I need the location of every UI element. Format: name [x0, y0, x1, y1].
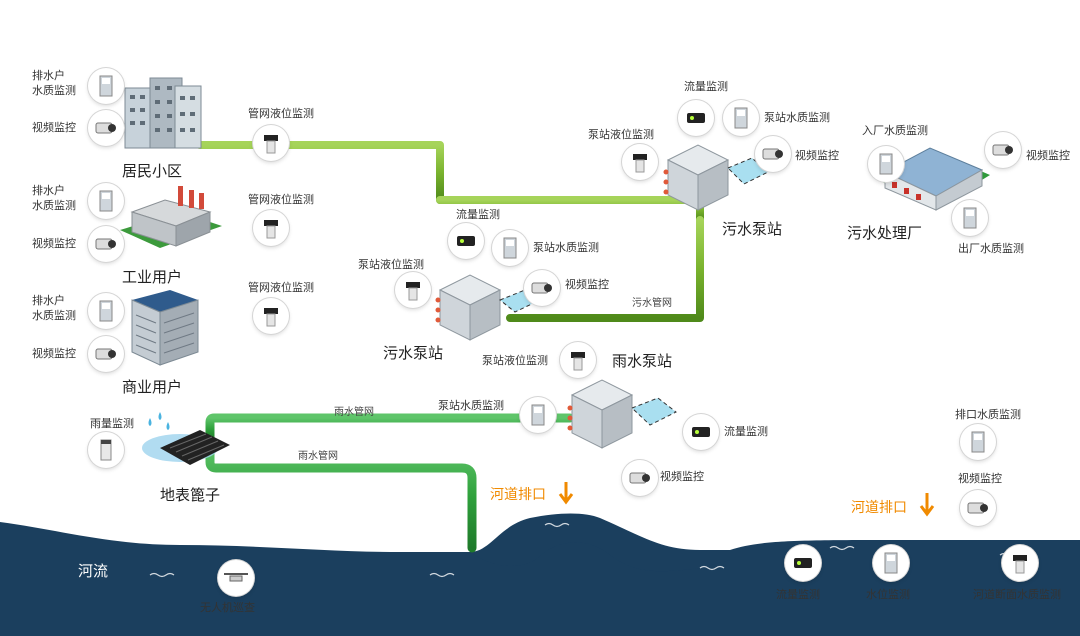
- water-quality-sensor-icon: [88, 68, 124, 104]
- grate-title: 地表篦子: [160, 486, 221, 504]
- rain-pump-title: 雨水泵站: [612, 352, 673, 370]
- camera-icon: [88, 226, 124, 262]
- river-level-label: 水位监测: [866, 588, 910, 601]
- industrial-pipe-level-label: 管网液位监测: [248, 193, 314, 206]
- rain-pipe-label-b: 雨水管网: [298, 451, 338, 462]
- plant-inlet-quality-label: 入厂水质监测: [862, 124, 928, 137]
- residential-building: [124, 77, 202, 149]
- flow-meter-icon: [785, 545, 821, 581]
- pump1-quality-label: 泵站水质监测: [533, 241, 599, 254]
- water-quality-sensor-icon: [952, 200, 988, 236]
- plant-video-label: 视频监控: [1026, 149, 1070, 162]
- camera-icon: [88, 336, 124, 372]
- rain-pump-station: [567, 379, 677, 449]
- rain-gauge-icon: [88, 432, 124, 468]
- flow-meter-icon: [448, 223, 484, 259]
- river-flow-label: 流量监测: [776, 588, 820, 601]
- pump1-video-label: 视频监控: [565, 278, 609, 291]
- residential-pipe-level-label: 管网液位监测: [248, 107, 314, 120]
- rain-pump-quality-label: 泵站水质监测: [438, 399, 504, 412]
- sewage-pipe-label: 污水管网: [632, 298, 672, 309]
- pump2-title: 污水泵站: [722, 220, 783, 238]
- rain-pump-flow-label: 流量监测: [724, 425, 768, 438]
- level-sensor-icon: [622, 144, 658, 180]
- level-sensor-icon: [253, 125, 289, 161]
- rain-gauge-label: 雨量监测: [90, 417, 134, 430]
- rain-pump-video-label: 视频监控: [660, 470, 704, 483]
- water-quality-sensor-icon: [868, 146, 904, 182]
- camera-icon: [524, 270, 560, 306]
- river-label: 河流: [78, 562, 109, 580]
- commercial-video-label: 视频监控: [32, 347, 76, 360]
- drone-label: 无人机巡查: [200, 601, 255, 614]
- water-quality-sensor-icon: [88, 293, 124, 329]
- pump2-quality-label: 泵站水质监测: [764, 111, 830, 124]
- rain-pipes: [205, 413, 608, 553]
- pump2-flow-label: 流量监测: [684, 80, 728, 93]
- camera-icon: [88, 110, 124, 146]
- pump2-level-label: 泵站液位监测: [588, 128, 654, 141]
- treatment-plant: [878, 147, 990, 211]
- commercial-title: 商业用户: [122, 378, 183, 396]
- plant-outfall-label: 河道排口: [851, 500, 907, 516]
- level-sensor-icon: [253, 298, 289, 334]
- residential-video-label: 视频监控: [32, 121, 76, 134]
- discharge-video-label: 视频监控: [958, 472, 1002, 485]
- rain-pump-level-label: 泵站液位监测: [482, 354, 548, 367]
- industrial-building: [120, 186, 222, 248]
- industrial-title: 工业用户: [122, 268, 183, 286]
- residential-drainer-quality-label: 排水户 水质监测: [32, 69, 76, 97]
- pump2-video-label: 视频监控: [795, 149, 839, 162]
- pump1-title: 污水泵站: [383, 344, 444, 362]
- flow-meter-icon: [678, 100, 714, 136]
- level-sensor-icon: [395, 272, 431, 308]
- rain-pipe-label-a: 雨水管网: [334, 407, 374, 418]
- water-quality-sensor-icon: [492, 230, 528, 266]
- drone-icon: [218, 560, 254, 596]
- rain-outfall-label: 河道排口: [490, 487, 546, 503]
- commercial-pipe-level-label: 管网液位监测: [248, 281, 314, 294]
- plant-outlet-quality-label: 出厂水质监测: [958, 242, 1024, 255]
- commercial-building: [131, 290, 199, 366]
- level-sensor-icon: [1002, 545, 1038, 581]
- camera-icon: [622, 460, 658, 496]
- level-sensor-icon: [560, 342, 596, 378]
- water-quality-sensor-icon: [723, 100, 759, 136]
- river-basin: [470, 542, 730, 636]
- river-section-quality-label: 河道断面水质监测: [973, 588, 1061, 601]
- rain-grate: [142, 412, 230, 465]
- residential-title: 居民小区: [122, 162, 183, 180]
- water-quality-sensor-icon: [520, 397, 556, 433]
- pump1-level-label: 泵站液位监测: [358, 258, 424, 271]
- flow-meter-icon: [683, 414, 719, 450]
- camera-icon: [985, 132, 1021, 168]
- camera-icon: [960, 490, 996, 526]
- plant-title: 污水处理厂: [847, 224, 923, 242]
- outfall-arrows: [558, 482, 935, 517]
- water-quality-sensor-icon: [88, 183, 124, 219]
- discharge-quality-label: 排口水质监测: [955, 408, 1021, 421]
- pump1-flow-label: 流量监测: [456, 208, 500, 221]
- water-quality-sensor-icon: [960, 424, 996, 460]
- camera-icon: [755, 136, 791, 172]
- industrial-video-label: 视频监控: [32, 237, 76, 250]
- level-sensor-icon: [253, 210, 289, 246]
- industrial-drainer-quality-label: 排水户 水质监测: [32, 184, 76, 212]
- water-level-sensor-icon: [873, 545, 909, 581]
- commercial-drainer-quality-label: 排水户 水质监测: [32, 294, 76, 322]
